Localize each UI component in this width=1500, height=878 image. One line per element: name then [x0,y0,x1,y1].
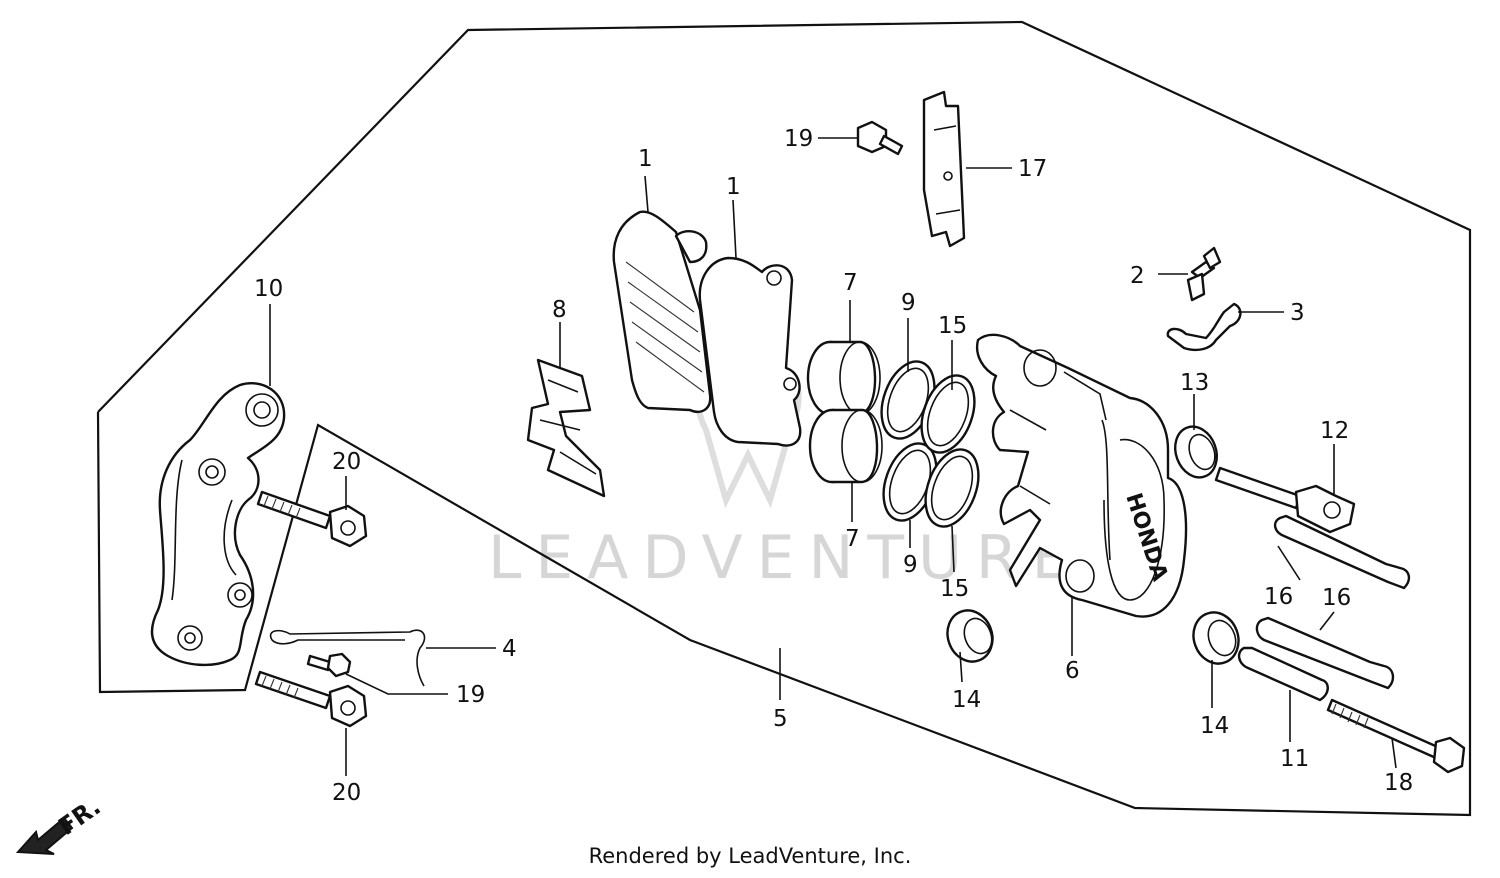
small-bolt-upper [856,120,904,156]
watermark-text: LEADVENTURE [488,523,1084,593]
brake-pad-rear [698,256,802,447]
long-bolt [1326,698,1466,774]
callout-11: 11 [1280,746,1309,772]
callout-labels: 1 1 2 3 4 5 6 7 7 8 9 9 10 11 12 13 14 1… [254,126,1413,806]
watermark: LEADVENTURE [488,294,1084,593]
pad-shim-plate [922,90,966,248]
pad-spring-wire [269,629,426,687]
callout-17: 17 [1018,156,1047,182]
assembly-outline-main [96,20,1472,817]
caliper-body: HONDA [975,333,1188,618]
bleeder-cap [1166,302,1242,352]
callout-3: 3 [1290,300,1305,326]
callout-19-lower: 19 [456,682,485,708]
slide-pin-upper [1273,514,1411,590]
small-bolt-lower [306,652,352,678]
callout-14-right: 14 [1200,713,1229,739]
slide-pin-short [1237,646,1329,702]
callout-16-left: 16 [1264,584,1293,610]
callout-5: 5 [773,706,788,732]
callout-9-lower: 9 [903,552,918,578]
callout-20-lower: 20 [332,780,361,806]
callout-2: 2 [1130,263,1145,289]
piston-upper [806,340,881,416]
pin-boot-upper [1174,425,1218,479]
callout-7-upper: 7 [843,270,858,296]
callout-15-upper: 15 [938,313,967,339]
pin-boot-center [946,609,994,663]
callout-10: 10 [254,276,283,302]
render-credit: Rendered by LeadVenture, Inc. [588,844,912,868]
callout-15-lower: 15 [940,576,969,602]
callout-20-upper: 20 [332,449,361,475]
callout-19-upper: 19 [784,126,813,152]
callout-1-front-pad: 1 [638,146,653,172]
callout-13: 13 [1180,370,1209,396]
pad-retainer [526,358,606,498]
caliper-bracket [150,382,286,667]
callout-9-upper: 9 [901,290,916,316]
dust-seal-lower [924,448,980,528]
callout-7-lower: 7 [845,526,860,552]
callout-1-rear-pad: 1 [726,174,741,200]
brake-pad-front [612,210,712,414]
callout-16-right: 16 [1322,585,1351,611]
caliper-pin-bolt [1214,466,1356,534]
callout-4: 4 [502,636,517,662]
bleeder-valve [1186,246,1222,302]
pin-boot-lower [1192,611,1240,665]
callout-6: 6 [1065,658,1080,684]
dust-seal-upper [920,374,976,454]
bolt-upper [256,490,368,548]
bolt-lower [254,670,368,728]
slide-pin-lower [1255,616,1395,690]
front-arrow-icon [15,816,74,855]
leader-lines [269,137,1397,776]
callout-18: 18 [1384,770,1413,796]
callout-8: 8 [552,297,567,323]
callout-14-center: 14 [952,687,981,713]
piston-lower [808,408,883,484]
callout-12: 12 [1320,418,1349,444]
